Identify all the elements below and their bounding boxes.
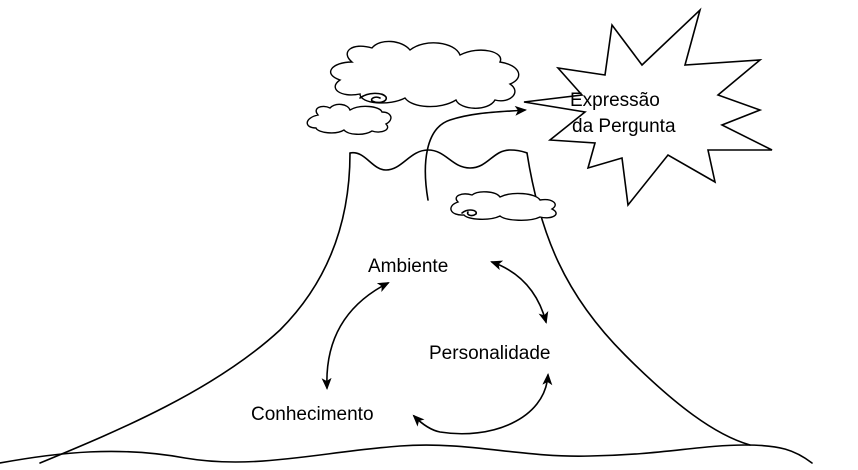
- volcano-right-flank: [527, 153, 750, 445]
- arrow-personalidade-conhecimento: [414, 375, 548, 434]
- burst-label-line1: Expressão: [570, 90, 660, 111]
- personalidade-label: Personalidade: [429, 343, 550, 364]
- ambiente-label: Ambiente: [368, 256, 448, 277]
- crater-cloud-icon: [451, 192, 556, 220]
- small-cloud-icon: [307, 104, 391, 134]
- arrow-ambiente-conhecimento: [327, 283, 388, 388]
- conhecimento-label: Conhecimento: [251, 404, 374, 425]
- arrow-ambiente-personalidade: [492, 262, 546, 322]
- smoke-cloud-icon: [331, 41, 519, 108]
- eruption-arrow: [425, 110, 525, 200]
- burst-label-line2: da Pergunta: [572, 116, 676, 137]
- ground-wave: [0, 445, 812, 463]
- volcano-crater-rim: [350, 150, 527, 170]
